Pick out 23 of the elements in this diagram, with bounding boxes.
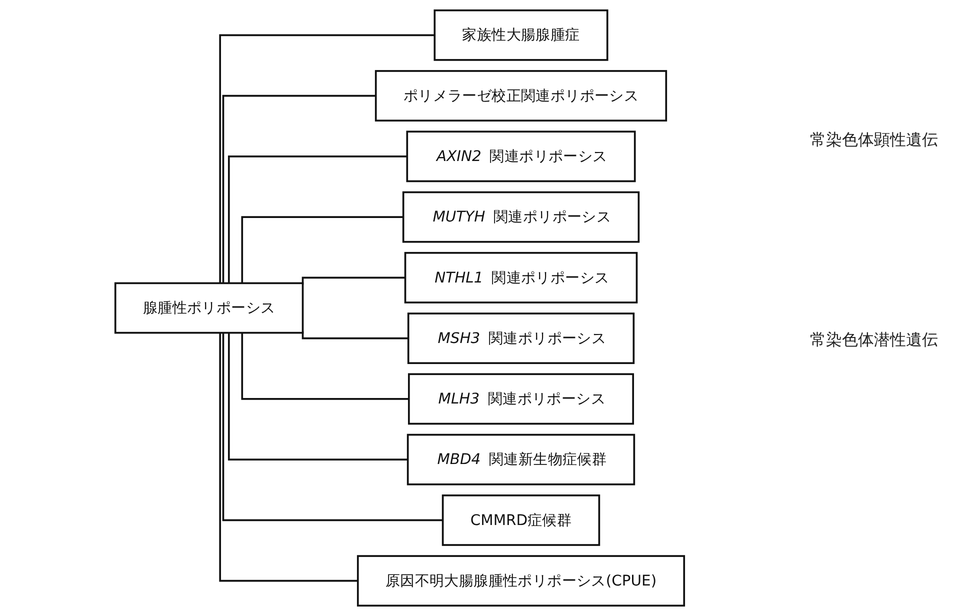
- node-box: CMMRD症候群: [442, 494, 600, 546]
- connector: [241, 332, 410, 400]
- node-box: AXIN2 関連ポリポーシス: [406, 130, 636, 182]
- connector: [228, 332, 408, 460]
- group-label: 常染色体顕性遺伝: [810, 130, 938, 151]
- node-box: NTHL1 関連ポリポーシス: [404, 251, 638, 303]
- node-box: 腺腫性ポリポーシス: [114, 282, 304, 334]
- node-box: MSH3 関連ポリポーシス: [408, 312, 635, 364]
- connector: [222, 94, 376, 283]
- node-box: 原因不明大腸腺腫性ポリポーシス(CPUE): [357, 554, 686, 606]
- node-box: MLH3 関連ポリポーシス: [408, 372, 634, 424]
- connector: [302, 276, 406, 284]
- connector: [219, 332, 358, 582]
- group-label: 常染色体潜性遺伝: [810, 330, 938, 351]
- node-box: MBD4 関連新生物症候群: [407, 433, 636, 485]
- node-box: MUTYH 関連ポリポーシス: [402, 190, 640, 242]
- connector: [302, 330, 409, 339]
- connector: [219, 34, 435, 283]
- node-box: 家族性大腸腺腫症: [434, 8, 609, 60]
- connector: [222, 332, 444, 521]
- node-box: ポリメラーゼ校正関連ポリポーシス: [375, 70, 668, 121]
- connector: [228, 155, 408, 283]
- connector: [241, 216, 404, 283]
